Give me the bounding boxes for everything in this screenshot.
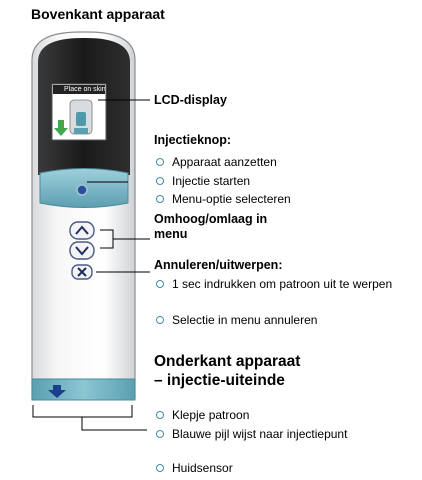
top-title: Bovenkant apparaat <box>31 6 165 22</box>
list-item: Huidsensor <box>156 461 233 475</box>
lcd-screen-text: Place on skin <box>64 86 106 93</box>
list-item: 1 sec indrukken om patroon uit te werpen <box>156 277 392 291</box>
list-item: Apparaat aanzetten <box>156 155 277 169</box>
bullet-icon <box>156 316 164 324</box>
list-item: Selectie in menu annuleren <box>156 313 317 327</box>
bullet-icon <box>156 158 164 166</box>
bottom-heading: Onderkant apparaat – injectie-uiteinde <box>154 353 301 389</box>
lcd-header <box>53 85 105 94</box>
bullet-icon <box>156 430 164 438</box>
bottom-cap <box>31 378 136 401</box>
bullet-icon <box>156 195 164 203</box>
cancel-heading: Annuleren/uitwerpen: <box>154 258 283 272</box>
chevron-up-icon <box>75 225 89 235</box>
up-button <box>69 221 95 240</box>
list-item: Blauwe pijl wijst naar injectiepunt <box>156 427 347 441</box>
updown-bracket <box>100 229 150 249</box>
updown-heading: Omhoog/omlaag in menu <box>154 212 268 241</box>
bullet-icon <box>156 280 164 288</box>
screen-green-arrow-icon <box>54 120 68 136</box>
bullet-icon <box>156 177 164 185</box>
injection-button-heading: Injectieknop: <box>154 133 232 147</box>
down-button <box>69 241 95 260</box>
bullet-icon <box>156 411 164 419</box>
close-icon <box>77 267 87 277</box>
list-item: Klepje patroon <box>156 408 249 422</box>
lcd-label: LCD-display <box>154 93 227 107</box>
bullet-icon <box>156 464 164 472</box>
list-item: Menu-optie selecteren <box>156 192 291 206</box>
list-item: Injectie starten <box>156 174 250 188</box>
chevron-down-icon <box>75 246 89 256</box>
down-arrow-icon <box>48 385 66 398</box>
injection-button-dot <box>76 184 88 196</box>
bottom-bracket <box>32 405 147 431</box>
